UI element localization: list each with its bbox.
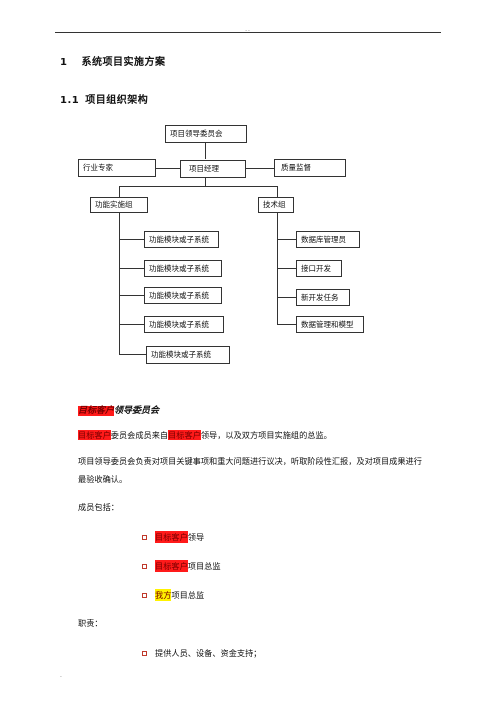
square-bullet-icon bbox=[142, 534, 147, 540]
org-box-module: 功能模块或子系统 bbox=[146, 346, 230, 364]
section-title-highlight: 目标客户 bbox=[78, 406, 115, 416]
org-box-module: 功能模块或子系统 bbox=[144, 316, 224, 333]
duty-text: 提供人员、设备、资金支持； bbox=[155, 648, 262, 658]
member-highlight: 我方 bbox=[155, 589, 172, 601]
connector bbox=[119, 239, 144, 240]
member-text: 项目总监 bbox=[171, 590, 205, 600]
heading-2-number: 1.1 bbox=[60, 95, 80, 106]
heading-1: 1 系统项目实施方案 bbox=[60, 53, 165, 68]
heading-2-title: 项目组织架构 bbox=[85, 95, 149, 106]
org-box-dba: 数据库管理员 bbox=[296, 231, 360, 248]
org-box-project-manager: 项目经理 bbox=[180, 160, 246, 178]
header-rule bbox=[55, 32, 441, 33]
highlight-target-client: 目标客户 bbox=[168, 430, 201, 440]
paragraph-text: 委员会成员来自 bbox=[110, 430, 169, 440]
member-highlight: 目标客户 bbox=[155, 560, 188, 572]
connector bbox=[277, 297, 296, 298]
connector bbox=[119, 186, 277, 187]
section-title-rest: 领导委员会 bbox=[114, 406, 160, 416]
org-box-module: 功能模块或子系统 bbox=[144, 287, 222, 304]
square-bullet-icon bbox=[142, 650, 147, 656]
square-bullet-icon bbox=[142, 563, 147, 569]
org-box-new-dev: 新开发任务 bbox=[296, 289, 350, 306]
header-dots: .. bbox=[245, 26, 251, 33]
connector bbox=[277, 324, 296, 325]
member-text: 项目总监 bbox=[187, 561, 221, 571]
connector bbox=[277, 268, 296, 269]
org-box-interface-dev: 接口开发 bbox=[296, 260, 342, 277]
connector bbox=[205, 143, 206, 159]
org-box-module: 功能模块或子系统 bbox=[144, 231, 219, 248]
org-box-module: 功能模块或子系统 bbox=[144, 260, 222, 277]
connector bbox=[119, 295, 144, 296]
connector bbox=[119, 213, 120, 354]
square-bullet-icon bbox=[142, 592, 147, 598]
duty-item: 提供人员、设备、资金支持； bbox=[142, 647, 261, 659]
connector bbox=[246, 168, 274, 169]
member-highlight: 目标客户 bbox=[155, 531, 188, 543]
connector bbox=[277, 186, 278, 197]
org-box-quality-supervision: 质量监督 bbox=[274, 159, 346, 177]
connector bbox=[119, 354, 146, 355]
connector bbox=[119, 186, 120, 197]
org-box-tech-group: 技术组 bbox=[258, 197, 294, 213]
heading-2: 1.1 项目组织架构 bbox=[60, 91, 148, 106]
members-label: 成员包括： bbox=[78, 502, 119, 512]
connector bbox=[277, 213, 278, 325]
connector bbox=[277, 239, 296, 240]
org-box-function-group: 功能实施组 bbox=[90, 197, 148, 213]
connector bbox=[119, 324, 144, 325]
section-title: 目标客户领导委员会 bbox=[78, 403, 159, 416]
paragraph-members-origin: 目标客户委员会成员来自目标客户领导，以及双方项目实施组的总监。 bbox=[78, 426, 424, 444]
connector bbox=[156, 168, 180, 169]
connector bbox=[119, 268, 144, 269]
member-item: 目标客户项目总监 bbox=[142, 560, 221, 572]
heading-1-title: 系统项目实施方案 bbox=[81, 57, 166, 68]
org-box-steering-committee: 项目领导委员会 bbox=[165, 125, 247, 143]
footer-dot: . bbox=[60, 672, 62, 679]
heading-1-number: 1 bbox=[60, 57, 68, 68]
connector bbox=[205, 178, 206, 186]
member-item: 目标客户领导 bbox=[142, 531, 204, 543]
highlight-target-client: 目标客户 bbox=[78, 430, 111, 440]
member-text: 领导 bbox=[187, 532, 205, 542]
member-item: 我方项目总监 bbox=[142, 589, 204, 601]
paragraph-responsibility: 项目领导委员会负责对项目关键事项和重大问题进行议决，听取阶段性汇报，及对项目成果… bbox=[78, 456, 422, 484]
org-chart: 项目领导委员会 行业专家 项目经理 质量监督 功能实施组 技术组 功能模块或子系… bbox=[78, 125, 364, 364]
org-box-data-model: 数据管理和模型 bbox=[296, 316, 364, 333]
org-box-industry-expert: 行业专家 bbox=[78, 159, 156, 177]
duties-label: 职责： bbox=[78, 618, 103, 628]
paragraph-text: 领导，以及双方项目实施组的总监。 bbox=[200, 430, 332, 440]
